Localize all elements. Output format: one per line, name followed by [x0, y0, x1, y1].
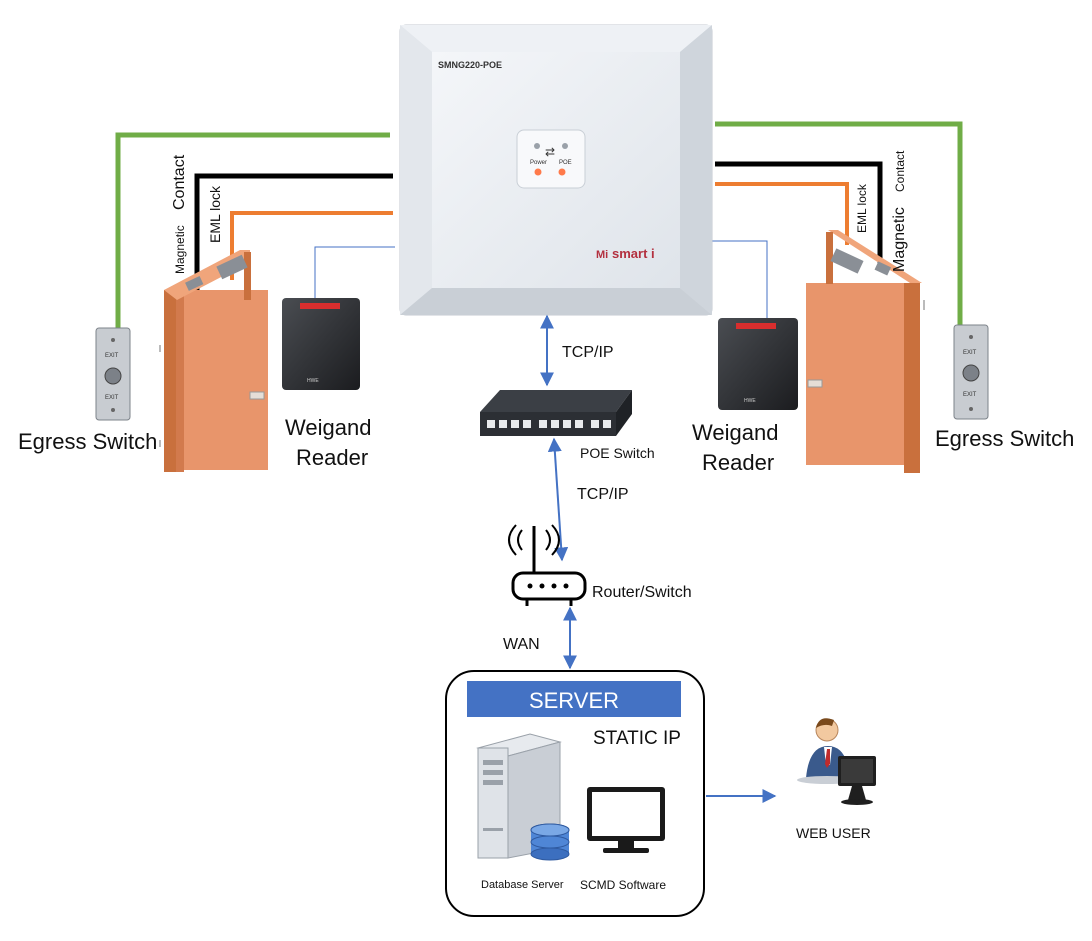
wan-label: WAN — [503, 636, 540, 653]
web-user-icon — [797, 718, 876, 805]
server-title: SERVER — [529, 688, 619, 713]
poe-led-glow — [558, 168, 566, 176]
server-title-bar — [467, 681, 681, 717]
database-server-label: Database Server — [481, 879, 564, 891]
static-ip-label: STATIC IP — [593, 728, 681, 749]
right-door — [806, 230, 925, 473]
right-egress-switch: EXIT EXIT — [953, 324, 989, 420]
power-label: Power — [530, 160, 547, 166]
left-black-wire — [194, 173, 393, 290]
left-button-bottom-text: EXIT — [105, 395, 119, 401]
poe-label: POE — [559, 160, 572, 166]
left-eml-lock-label: EML lock — [207, 185, 223, 243]
right-black-wire — [715, 161, 883, 270]
software-label: SCMD Software — [580, 878, 666, 892]
left-reader-label-2: Reader — [296, 445, 368, 470]
tcpip-top-label: TCP/IP — [562, 344, 614, 361]
right-contact-label: Contact — [893, 150, 907, 192]
right-door-handle — [807, 379, 823, 388]
left-green-wire — [115, 132, 390, 330]
right-exit-button-icon — [962, 364, 980, 382]
router-label: Router/Switch — [592, 584, 692, 601]
poe-switch-label: POE Switch — [580, 445, 655, 461]
power-led-glow — [534, 168, 542, 176]
right-reader-label-1: Weigand — [692, 420, 778, 445]
right-orange-wire — [715, 182, 849, 245]
right-button-top-text: EXIT — [963, 350, 977, 356]
controller-model: SMNG220-POE — [438, 60, 502, 70]
left-contact-label: Contact — [171, 154, 188, 210]
left-egress-switch: EXIT EXIT — [95, 327, 131, 421]
poe-switch — [480, 390, 632, 436]
left-button-top-text: EXIT — [105, 353, 119, 359]
left-exit-button-icon — [104, 367, 122, 385]
left-reader-brand: HWE — [307, 378, 319, 384]
right-contact-sensor — [874, 261, 892, 276]
right-reader-wire — [712, 240, 768, 318]
left-contact-sensor — [185, 275, 204, 291]
tcpip-mid-label: TCP/IP — [577, 486, 629, 503]
right-egress-label: Egress Switch — [935, 426, 1074, 451]
right-magnetic-label: Magnetic — [891, 207, 908, 272]
controller-panel: SMNG220-POE ⇄ Power POE Mi smart i — [399, 24, 713, 316]
right-reader: HWE — [718, 318, 798, 410]
arrow-poe-router — [547, 437, 569, 562]
left-magnetic-label: Magnetic — [173, 225, 187, 274]
left-eml-magnet — [216, 254, 248, 280]
server-box: SERVER STATIC IP Database Server SCMD So… — [445, 670, 705, 917]
right-reader-brand: HWE — [744, 398, 756, 404]
left-door-handle — [249, 391, 265, 400]
exchange-icon: ⇄ — [545, 145, 555, 159]
left-reader-wire — [314, 246, 395, 298]
brand-logo: smart i — [612, 246, 655, 261]
web-user-label: WEB USER — [796, 825, 871, 841]
monitor-icon — [587, 787, 665, 853]
led-panel — [516, 129, 586, 189]
right-button-bottom-text: EXIT — [963, 392, 977, 398]
right-eml-magnet — [830, 248, 864, 274]
poe-led — [562, 143, 568, 149]
left-reader: HWE — [282, 298, 360, 390]
database-server-icon — [476, 733, 570, 861]
brand-mark: Mi — [596, 249, 608, 261]
right-green-wire — [715, 121, 963, 330]
router — [508, 524, 587, 606]
power-led — [534, 143, 540, 149]
left-reader-label-1: Weigand — [285, 415, 371, 440]
left-egress-label: Egress Switch — [18, 429, 157, 454]
right-eml-lock-label: EML lock — [855, 183, 869, 233]
left-door — [159, 250, 268, 472]
right-reader-label-2: Reader — [702, 450, 774, 475]
